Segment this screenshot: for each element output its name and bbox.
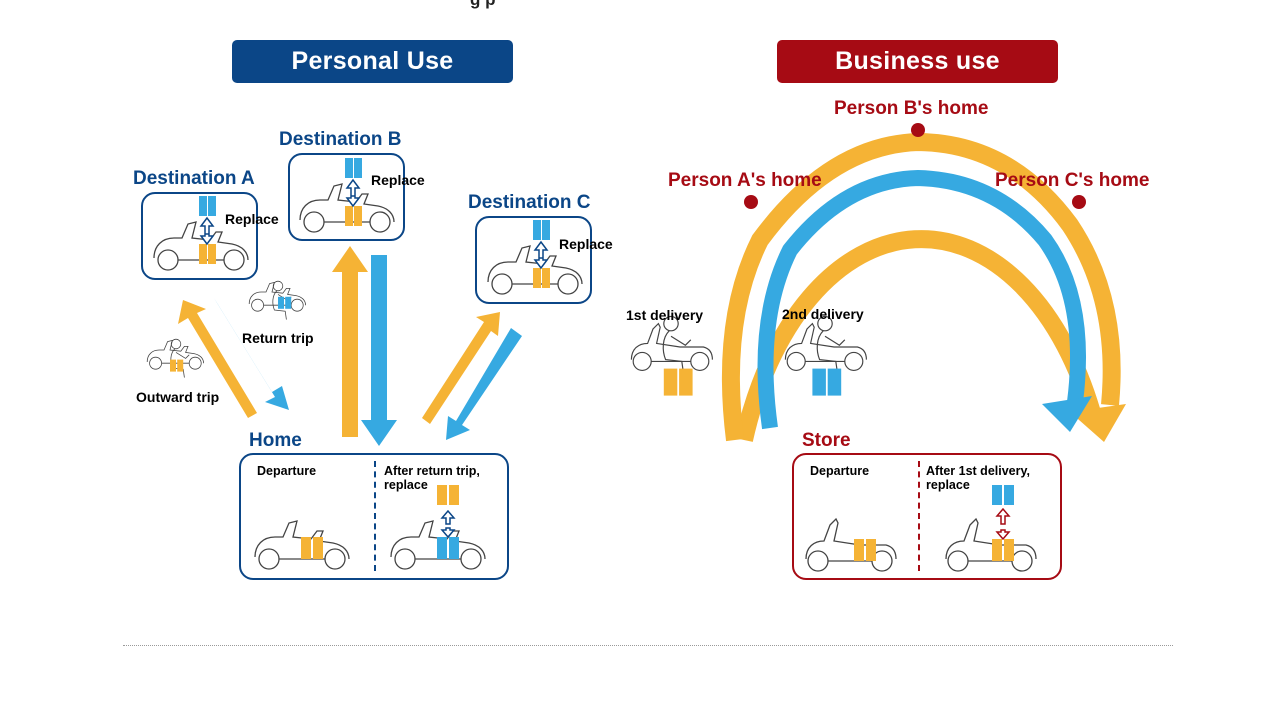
footer-divider [123, 645, 1173, 646]
dest-c-box [475, 216, 592, 304]
person-a-marker [744, 195, 758, 209]
home-divider [374, 461, 376, 571]
dest-b-label: Destination B [279, 129, 402, 150]
dest-b-box [288, 153, 405, 241]
dest-a-label: Destination A [133, 168, 255, 189]
store-divider [918, 461, 920, 571]
outward-trip-label: Outward trip [136, 389, 220, 405]
dest-b-scooter [299, 158, 395, 233]
return-trip-label: Return trip [242, 330, 314, 346]
store-label: Store [802, 430, 851, 451]
dest-b-outward-arrow [332, 246, 368, 437]
outward-trip-arrow [178, 300, 257, 418]
home-label: Home [249, 430, 302, 451]
business-use-header: Business use [777, 40, 1058, 83]
home-scooters [254, 485, 486, 570]
first-delivery-rider [630, 315, 713, 396]
second-delivery-rider [784, 315, 867, 396]
return-trip-rider [248, 280, 306, 320]
person-c-label: Person C's home [995, 170, 1150, 191]
dest-c-scooter [487, 220, 583, 295]
dest-a-scooter [153, 196, 249, 271]
dest-a-box [141, 192, 258, 280]
person-c-marker [1072, 195, 1086, 209]
dest-c-outward-arrow [422, 312, 500, 424]
outer-delivery-arc [721, 132, 1126, 442]
dest-b-replace-label: Replace [371, 172, 425, 188]
person-b-label: Person B's home [834, 98, 989, 119]
dest-c-label: Destination C [468, 192, 591, 213]
dest-c-replace-label: Replace [559, 236, 613, 252]
home-after-return-label: After return trip, replace [384, 464, 480, 492]
outward-trip-rider [146, 338, 204, 378]
store-scooters [805, 485, 1037, 572]
second-delivery-label: 2nd delivery [782, 306, 864, 322]
inner-delivery-arc [757, 169, 1092, 432]
store-box: Departure After 1st delivery, replace [792, 453, 1062, 580]
dest-b-return-arrow [361, 255, 397, 446]
store-after-first-label: After 1st delivery, replace [926, 464, 1030, 492]
store-departure-label: Departure [810, 464, 870, 478]
dest-c-return-arrow [446, 328, 522, 440]
return-trip-arrow [214, 298, 289, 410]
home-departure-label: Departure [257, 464, 317, 478]
person-a-label: Person A's home [668, 170, 822, 191]
first-delivery-label: 1st delivery [626, 307, 704, 323]
clipped-heading: g p [470, 0, 496, 10]
home-box: Departure After return trip, replace [239, 453, 509, 580]
personal-use-header: Personal Use [232, 40, 513, 83]
person-b-marker [911, 123, 925, 137]
dest-a-replace-label: Replace [225, 211, 279, 227]
